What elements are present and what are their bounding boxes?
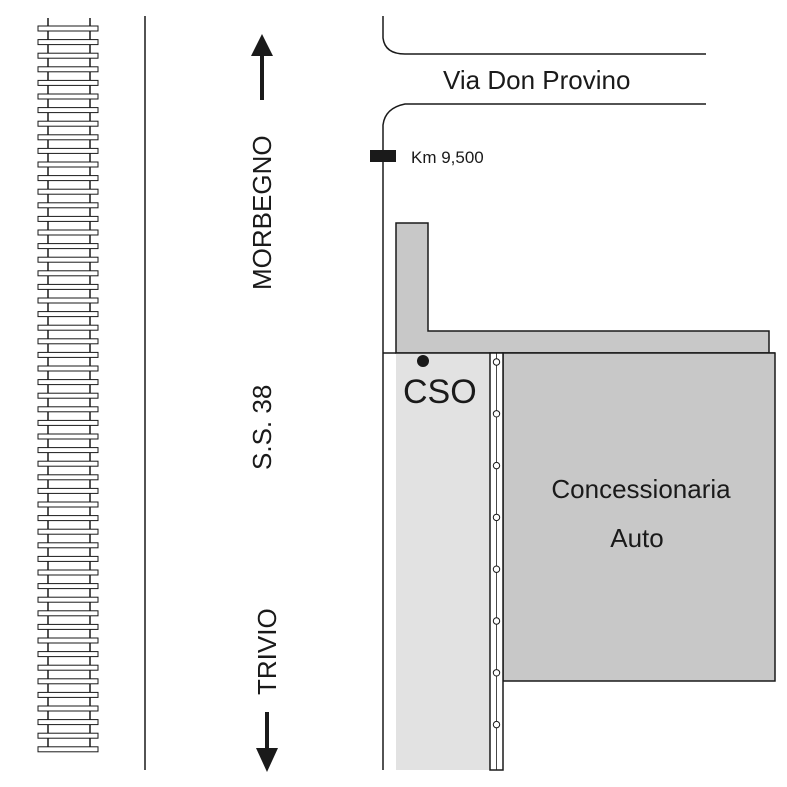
railway-sleeper [37, 107, 99, 114]
fence-post [492, 669, 501, 677]
railway-sleeper [37, 25, 99, 32]
yard-strip [396, 353, 490, 770]
railway-sleeper [37, 243, 99, 250]
railway-sleeper [37, 229, 99, 236]
point-label: CSO [403, 373, 477, 411]
fence-post [492, 617, 501, 625]
point-marker-icon [417, 355, 429, 367]
railway-sleeper [37, 705, 99, 712]
fence-post [492, 410, 501, 418]
railway-sleeper [37, 664, 99, 671]
railway-track [37, 18, 99, 753]
railway-sleeper [37, 52, 99, 59]
road-edge-east [382, 16, 706, 770]
railway-sleeper [37, 487, 99, 494]
railway-sleeper [37, 515, 99, 522]
fence-post [492, 720, 501, 729]
railway-sleeper [37, 175, 99, 182]
railway-sleeper [37, 569, 99, 576]
railway-sleeper [37, 379, 99, 386]
fence-post [492, 461, 501, 470]
direction-south-label: TRIVIO [252, 608, 282, 695]
railway-sleeper [37, 419, 99, 426]
arrow-up-icon [251, 34, 273, 100]
railway-sleeper [37, 351, 99, 358]
railway-sleeper [37, 338, 99, 345]
building-label-line1: Concessionaria [551, 474, 731, 504]
railway-sleeper [37, 678, 99, 685]
railway-sleeper [37, 732, 99, 739]
road-label: S.S. 38 [247, 385, 277, 470]
railway-sleeper [37, 120, 99, 127]
railway-sleeper [37, 297, 99, 304]
railway-sleeper [37, 447, 99, 454]
railway-sleeper [37, 501, 99, 508]
railway-sleeper [37, 161, 99, 168]
fence-rail [489, 352, 504, 771]
building-label-line2: Auto [610, 523, 664, 553]
arrow-down-icon [256, 712, 278, 772]
railway-sleeper [37, 39, 99, 46]
railway-sleeper [37, 215, 99, 222]
dealership-building [502, 352, 776, 682]
railway-sleeper [37, 651, 99, 658]
railway-sleeper [37, 66, 99, 73]
street-label: Via Don Provino [443, 65, 630, 95]
railway-sleeper [37, 324, 99, 331]
railway-sleeper [37, 256, 99, 263]
railway-sleeper [37, 555, 99, 562]
railway-sleeper [37, 202, 99, 209]
railway-sleeper [37, 406, 99, 413]
railway-sleeper [37, 433, 99, 440]
railway-sleeper [37, 691, 99, 698]
direction-north-label: MORBEGNO [247, 135, 277, 290]
railway-sleeper [37, 311, 99, 318]
railway-sleeper [37, 542, 99, 549]
railway-sleeper [37, 270, 99, 277]
railway-sleeper [37, 528, 99, 535]
railway-sleeper [37, 188, 99, 195]
railway-sleeper [37, 610, 99, 617]
l-shaped-building [395, 222, 770, 354]
railway-sleeper [37, 79, 99, 86]
railway-sleeper [37, 365, 99, 372]
railway-sleeper [37, 147, 99, 154]
railway-sleeper [37, 460, 99, 467]
railway-sleeper [37, 637, 99, 644]
railway-sleeper [37, 746, 99, 753]
fence-post [492, 358, 501, 366]
railway-sleeper [37, 596, 99, 603]
railway-sleeper [37, 474, 99, 481]
km-marker-icon [370, 150, 396, 162]
railway-sleeper [37, 583, 99, 590]
railway-sleeper [37, 283, 99, 290]
railway-sleeper [37, 623, 99, 630]
fence-post [492, 565, 501, 573]
railway-sleeper [37, 392, 99, 399]
km-marker-label: Km 9,500 [411, 148, 484, 167]
fence-post [492, 513, 501, 522]
railway-sleeper [37, 134, 99, 141]
railway-sleeper [37, 719, 99, 726]
railway-sleeper [37, 93, 99, 100]
